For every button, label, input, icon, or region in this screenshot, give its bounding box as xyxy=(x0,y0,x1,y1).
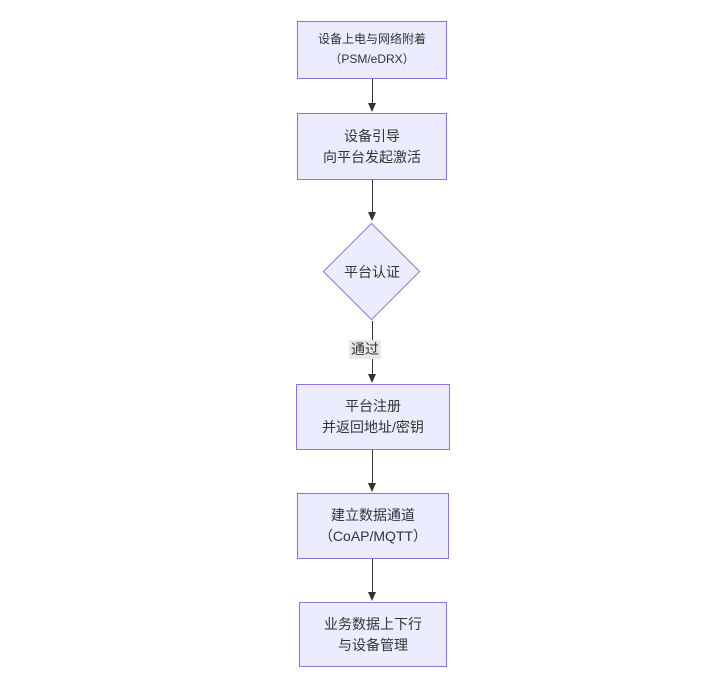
node-text-line: （PSM/eDRX） xyxy=(329,52,415,66)
node-text-line: 设备引导 xyxy=(344,127,400,144)
arrow-boot-to-auth xyxy=(372,180,373,213)
node-text-line: 并返回地址/密钥 xyxy=(322,419,424,435)
node-boot-activate: 设备引导 向平台发起激活 xyxy=(297,113,447,180)
arrowhead-icon xyxy=(368,212,376,221)
edge-label-pass: 通过 xyxy=(349,340,381,359)
arrow-power-to-boot xyxy=(372,79,373,104)
node-register: 平台注册 并返回地址/密钥 xyxy=(296,384,450,450)
arrowhead-icon xyxy=(368,103,376,112)
node-text-line: 向平台发起激活 xyxy=(323,148,421,165)
arrow-register-to-channel xyxy=(372,450,373,484)
node-text-line: （CoAP/MQTT） xyxy=(318,528,428,544)
arrow-channel-to-business xyxy=(372,559,373,593)
node-power-attach: 设备上电与网络附着 （PSM/eDRX） xyxy=(297,21,447,79)
node-business-mgmt: 业务数据上下行 与设备管理 xyxy=(299,602,447,667)
arrowhead-icon xyxy=(368,483,376,492)
node-text-line: 平台认证 xyxy=(344,264,400,280)
node-platform-auth: 平台认证 xyxy=(322,222,421,321)
node-text-line: 与设备管理 xyxy=(338,636,408,653)
arrowhead-icon xyxy=(368,374,376,383)
node-text-line: 平台注册 xyxy=(345,398,401,414)
node-data-channel: 建立数据通道 （CoAP/MQTT） xyxy=(297,493,449,559)
node-text-line: 建立数据通道 xyxy=(331,507,415,523)
arrowhead-icon xyxy=(368,592,376,601)
node-text-line: 设备上电与网络附着 xyxy=(317,32,426,47)
node-text-line: 业务数据上下行 xyxy=(324,615,422,632)
